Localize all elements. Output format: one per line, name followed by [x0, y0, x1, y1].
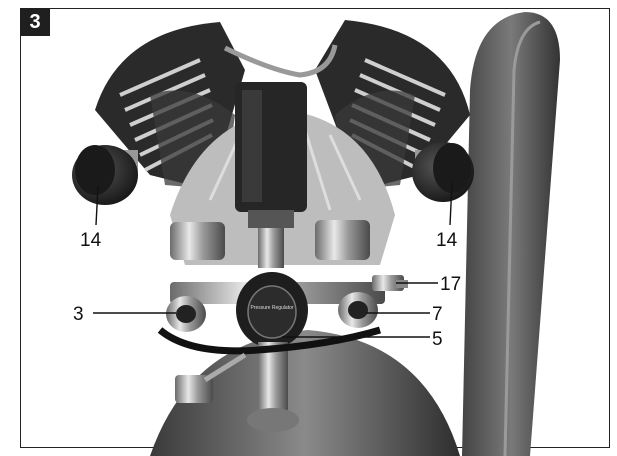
- hose: [157, 326, 382, 355]
- callout-14-right: 14: [436, 230, 458, 251]
- left-quick-coupler: [166, 296, 206, 332]
- pressure-switch: [235, 82, 307, 228]
- check-valve: [175, 352, 247, 403]
- callout-17: 17: [440, 274, 461, 295]
- figure-number-badge: 3: [20, 8, 50, 36]
- left-pressure-gauge: [170, 222, 225, 260]
- callout-5: 5: [432, 329, 443, 350]
- callout-14-left-halo: 14: [80, 230, 102, 251]
- callout-14-left: 14: [80, 230, 102, 251]
- right-pressure-gauge: [315, 220, 370, 260]
- regulator-label: Pressure Regulator: [250, 305, 293, 311]
- left-air-filter: [72, 145, 138, 205]
- right-quick-coupler: [338, 292, 378, 328]
- callout-3: 3: [73, 304, 84, 325]
- callout-7: 7: [432, 304, 443, 325]
- air-tank: [150, 330, 460, 456]
- callout-leaders: [93, 182, 453, 338]
- right-air-filter: [412, 142, 474, 202]
- callout-14-right-halo: 14: [436, 230, 458, 251]
- pressure-regulator: Pressure Regulator: [236, 272, 308, 348]
- tank-handle: [462, 12, 560, 456]
- callout-labels: 14 14 14 14 3 7 5 17: [73, 228, 461, 350]
- safety-valve: [372, 275, 408, 291]
- left-cylinder-head: [95, 22, 245, 190]
